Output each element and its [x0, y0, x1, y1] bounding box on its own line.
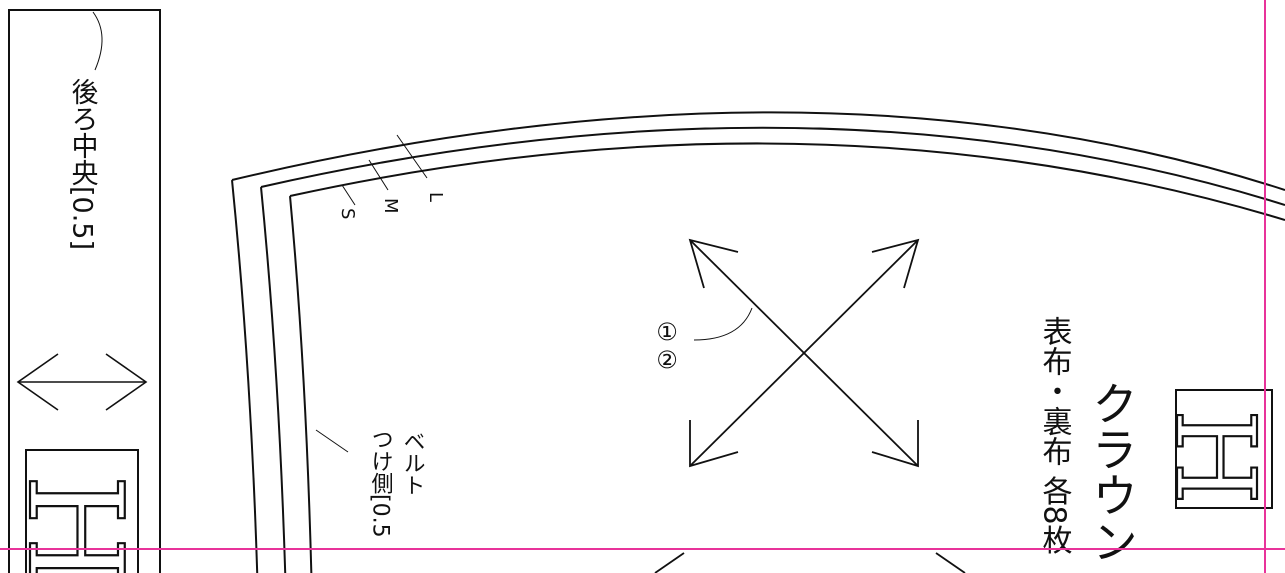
h-mark-right-icon: H: [1150, 389, 1280, 509]
h-mark-right-letter: H: [1151, 409, 1279, 505]
left-strip: 後ろ中央[0.5] H: [0, 9, 161, 573]
h-mark-icon: H: [0, 449, 152, 573]
back-center-label: 後ろ中央[0.5]: [67, 78, 99, 250]
size-callouts: [341, 134, 428, 206]
waist-label-leader: [315, 429, 349, 453]
pattern-outlines: [231, 111, 1285, 573]
outline-size-l: [231, 111, 1285, 573]
grain-marker-leader: [693, 307, 753, 341]
outline-size-s: [289, 142, 1285, 573]
grain-marker-label: ①②: [653, 318, 681, 374]
waist-label-line2: つけ側[0.5: [368, 428, 394, 538]
size-label-m: M: [380, 198, 401, 214]
piece-name: クラウン: [1085, 380, 1139, 564]
h-mark-letter: H: [0, 474, 151, 573]
bias-grain-arrows-icon: [688, 238, 920, 468]
waist-label-line1: ベルト: [400, 430, 425, 496]
double-arrow-icon: [16, 353, 148, 411]
fabric-note: 表布・裏布 各8枚: [1037, 316, 1073, 555]
size-label-s: S: [337, 208, 358, 219]
outline-size-m: [260, 126, 1285, 573]
left-strip-border: [8, 9, 161, 573]
label-leader-line: [92, 11, 103, 71]
lower-arrows-partial: [654, 552, 966, 573]
size-label-l: L: [425, 192, 446, 202]
